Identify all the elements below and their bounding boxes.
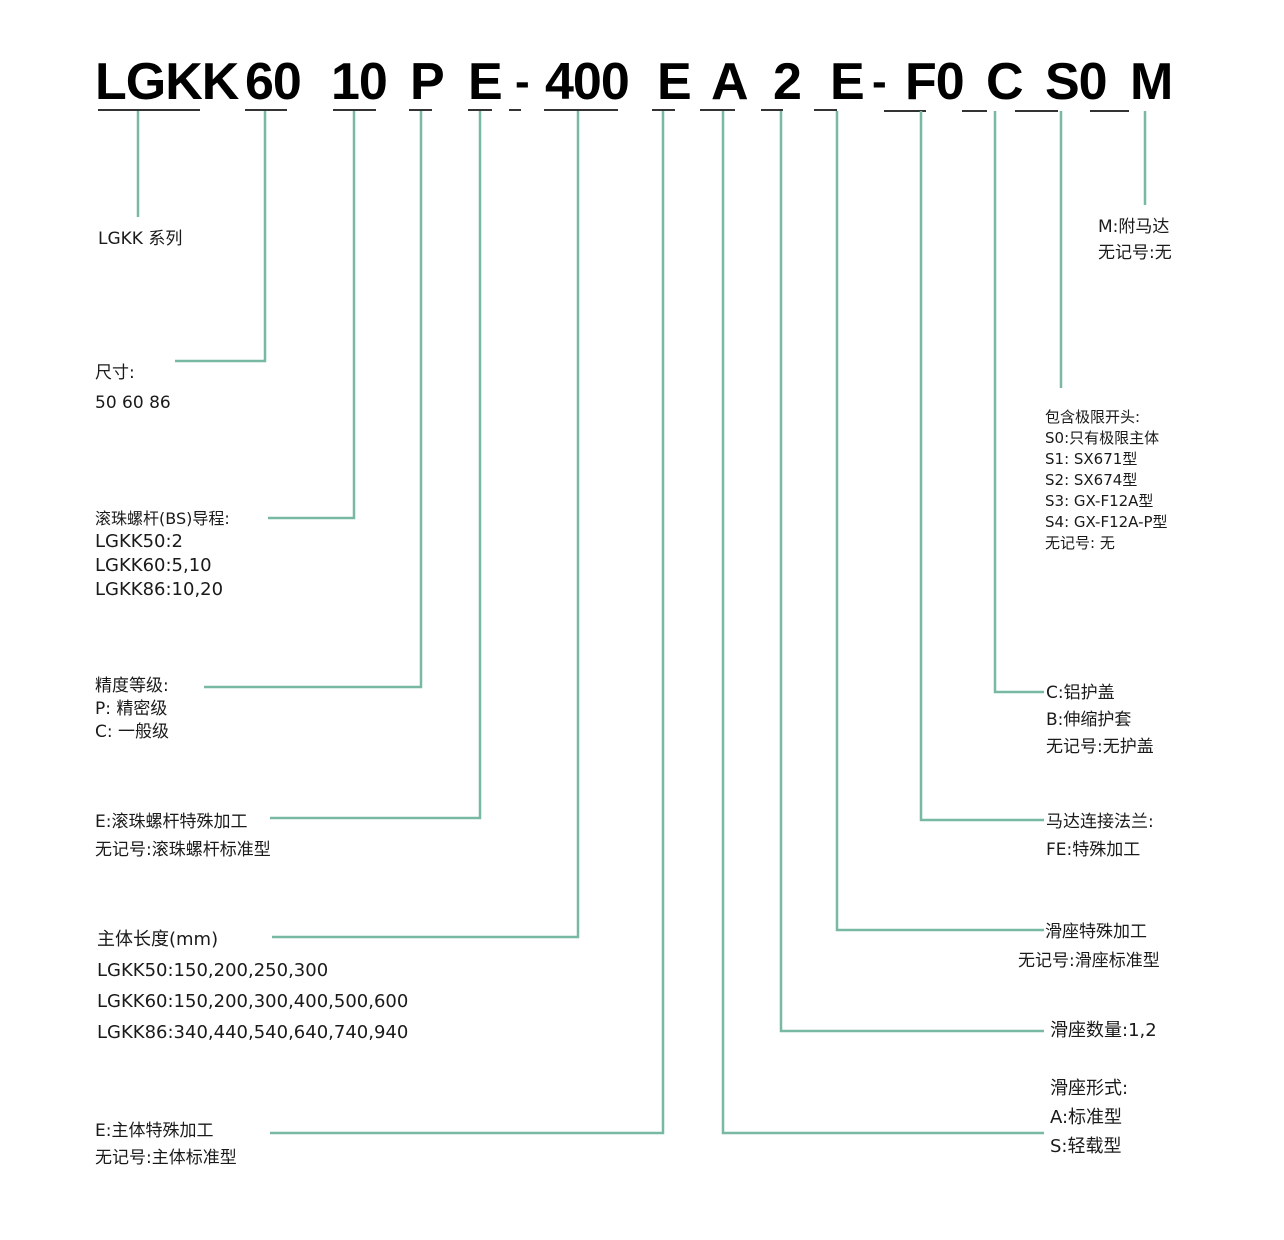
code-segment-size: 60 [245, 53, 302, 111]
label-slider-type: 滑座形式: A:标准型 S:轻载型 [1050, 1078, 1129, 1157]
code-segment-series: LGKK [95, 53, 239, 111]
connector-screw-special [270, 111, 482, 820]
connector-precision [204, 111, 423, 689]
label-slider-count: 滑座数量:1,2 [1050, 1020, 1157, 1041]
code-segment-lead: 10 [331, 53, 388, 111]
connector-slider-special [835, 111, 1044, 932]
code-segment-precision: P [410, 53, 445, 111]
label-body-length: 主体长度(mm) LGKK50:150,200,250,300 LGKK60:1… [97, 929, 409, 1043]
code-segment-slider-special: E [830, 53, 865, 111]
code-separator: - [515, 57, 530, 106]
label-lead: 滚珠螺杆(BS)导程: LGKK50:2 LGKK60:5,10 LGKK86:… [95, 509, 230, 600]
code-segment-flange: F0 [905, 53, 965, 111]
label-size: 尺寸: 50 60 86 [95, 363, 171, 413]
code-segment-screw-special: E [468, 53, 503, 111]
label-limit-switch: 包含极限开头: S0:只有极限主体 S1: SX671型 S2: SX674型 … [1045, 408, 1168, 552]
connector-size [175, 111, 267, 363]
connector-length [272, 111, 580, 939]
label-cover: C:铝护盖 B:伸缩护套 无记号:无护盖 [1046, 683, 1154, 757]
connector-slider-count [779, 111, 1044, 1033]
code-segment-slider-type: A [711, 53, 749, 111]
connector-cover [993, 111, 1044, 694]
code-segment-length: 400 [545, 53, 630, 111]
code-separator: - [872, 57, 887, 106]
code-segment-cover: C [986, 53, 1024, 111]
label-body-special: E:主体特殊加工 无记号:主体标准型 [95, 1121, 237, 1168]
label-series: LGKK 系列 [98, 229, 183, 249]
code-segment-limit-switch: S0 [1045, 53, 1108, 111]
connector-flange [919, 111, 1044, 822]
code-segment-motor: M [1130, 53, 1173, 111]
connector-slider-type [721, 111, 1044, 1135]
label-motor: M:附马达 无记号:无 [1098, 217, 1172, 263]
label-flange: 马达连接法兰: FE:特殊加工 [1046, 812, 1154, 860]
label-slider-special: 滑座特殊加工 无记号:滑座标准型 [1018, 922, 1160, 971]
code-segment-slider-count: 2 [773, 53, 802, 111]
connector-lead [268, 111, 356, 520]
code-segment-body-special: E [657, 53, 692, 111]
label-screw-special: E:滚珠螺杆特殊加工 无记号:滚珠螺杆标准型 [95, 812, 271, 860]
connector-body-special [270, 111, 665, 1135]
underlines [98, 109, 1129, 112]
label-precision: 精度等级: P: 精密级 C: 一般级 [95, 676, 170, 742]
